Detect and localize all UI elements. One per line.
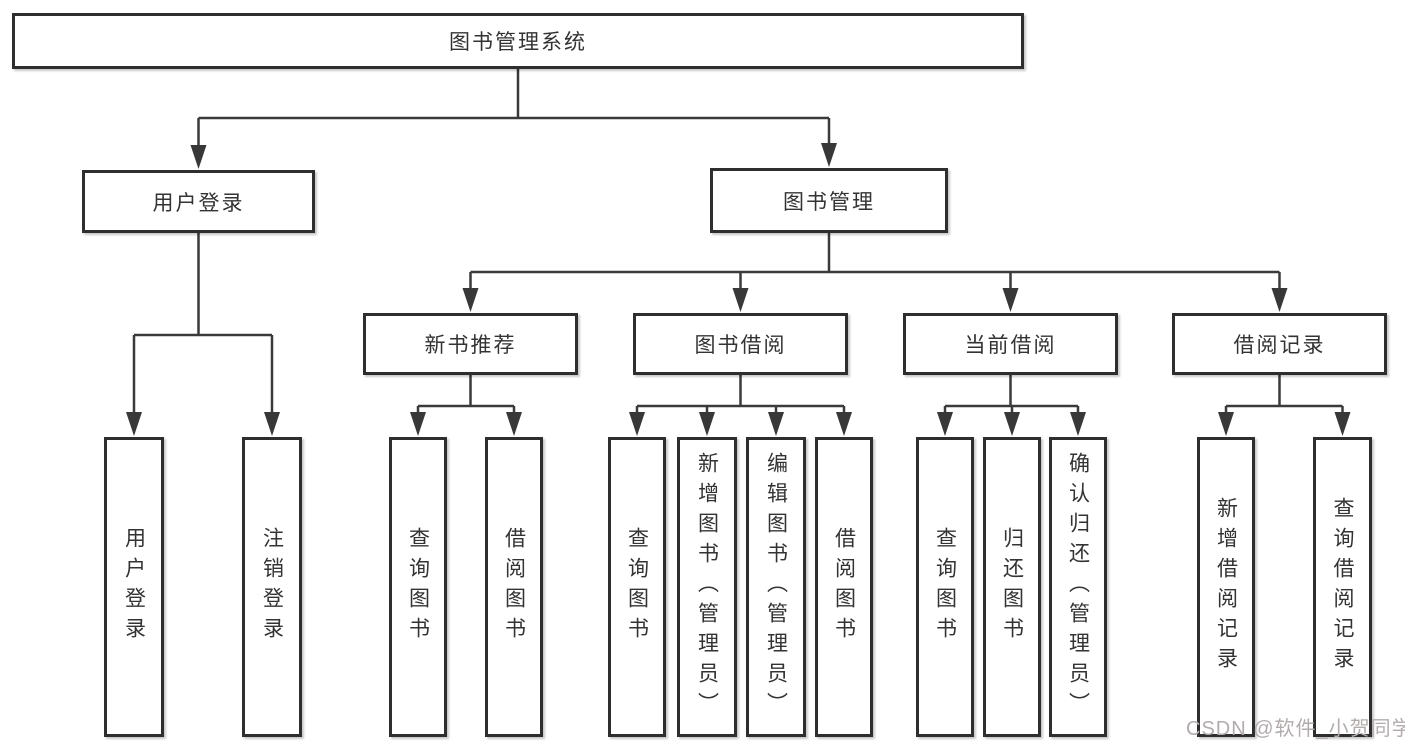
leaf-query-book-current-label: 查询图书 [933, 527, 957, 647]
node-book-management-label: 图书管理 [783, 190, 875, 214]
node-book-borrow-label: 图书借阅 [694, 334, 787, 357]
leaf-user-login-label: 用户登录 [122, 527, 146, 647]
leaf-add-book-admin-label: 新增图书（管理员） [695, 452, 719, 722]
leaf-add-borrow-record-label: 新增借阅记录 [1214, 497, 1238, 677]
leaf-borrow-book-borrow: 借阅图书 [815, 437, 873, 737]
node-borrow-records-label: 借阅记录 [1233, 334, 1326, 357]
node-new-book-recommend: 新书推荐 [363, 313, 578, 375]
leaf-user-login: 用户登录 [104, 437, 164, 737]
node-new-book-recommend-label: 新书推荐 [424, 334, 517, 357]
leaf-query-book-current: 查询图书 [916, 437, 974, 737]
node-borrow-records: 借阅记录 [1172, 313, 1387, 375]
leaf-query-borrow-record-label: 查询借阅记录 [1331, 497, 1354, 677]
node-user-login: 用户登录 [82, 170, 315, 233]
leaf-query-book-recommend: 查询图书 [389, 437, 447, 737]
node-root-label: 图书管理系统 [449, 31, 587, 54]
leaf-query-book-borrow: 查询图书 [608, 437, 666, 737]
leaf-confirm-return-admin-label: 确认归还（管理员） [1066, 452, 1090, 722]
leaf-borrow-book-recommend-label: 借阅图书 [502, 527, 526, 647]
node-book-management: 图书管理 [710, 168, 948, 233]
node-current-borrow: 当前借阅 [903, 313, 1118, 375]
node-user-login-label: 用户登录 [152, 191, 245, 215]
leaf-return-book: 归还图书 [983, 437, 1041, 737]
node-root: 图书管理系统 [12, 13, 1024, 69]
leaf-add-borrow-record: 新增借阅记录 [1197, 437, 1255, 737]
leaf-query-borrow-record: 查询借阅记录 [1313, 437, 1372, 737]
leaf-return-book-label: 归还图书 [1000, 527, 1024, 647]
leaf-query-book-recommend-label: 查询图书 [406, 527, 430, 647]
node-book-borrow: 图书借阅 [633, 313, 848, 375]
leaf-logout-login: 注销登录 [242, 437, 302, 737]
leaf-confirm-return-admin: 确认归还（管理员） [1049, 437, 1107, 737]
leaf-edit-book-admin: 编辑图书（管理员） [746, 437, 806, 737]
watermark-text: CSDN @软件_小贺同学 [1186, 718, 1405, 740]
leaf-borrow-book-borrow-label: 借阅图书 [832, 527, 856, 647]
arrowhead-icons [126, 143, 1351, 436]
leaf-edit-book-admin-label: 编辑图书（管理员） [764, 452, 788, 722]
leaf-logout-login-label: 注销登录 [260, 527, 284, 647]
leaf-borrow-book-recommend: 借阅图书 [485, 437, 543, 737]
node-current-borrow-label: 当前借阅 [964, 334, 1057, 357]
leaf-query-book-borrow-label: 查询图书 [625, 527, 649, 647]
leaf-add-book-admin: 新增图书（管理员） [677, 437, 737, 737]
